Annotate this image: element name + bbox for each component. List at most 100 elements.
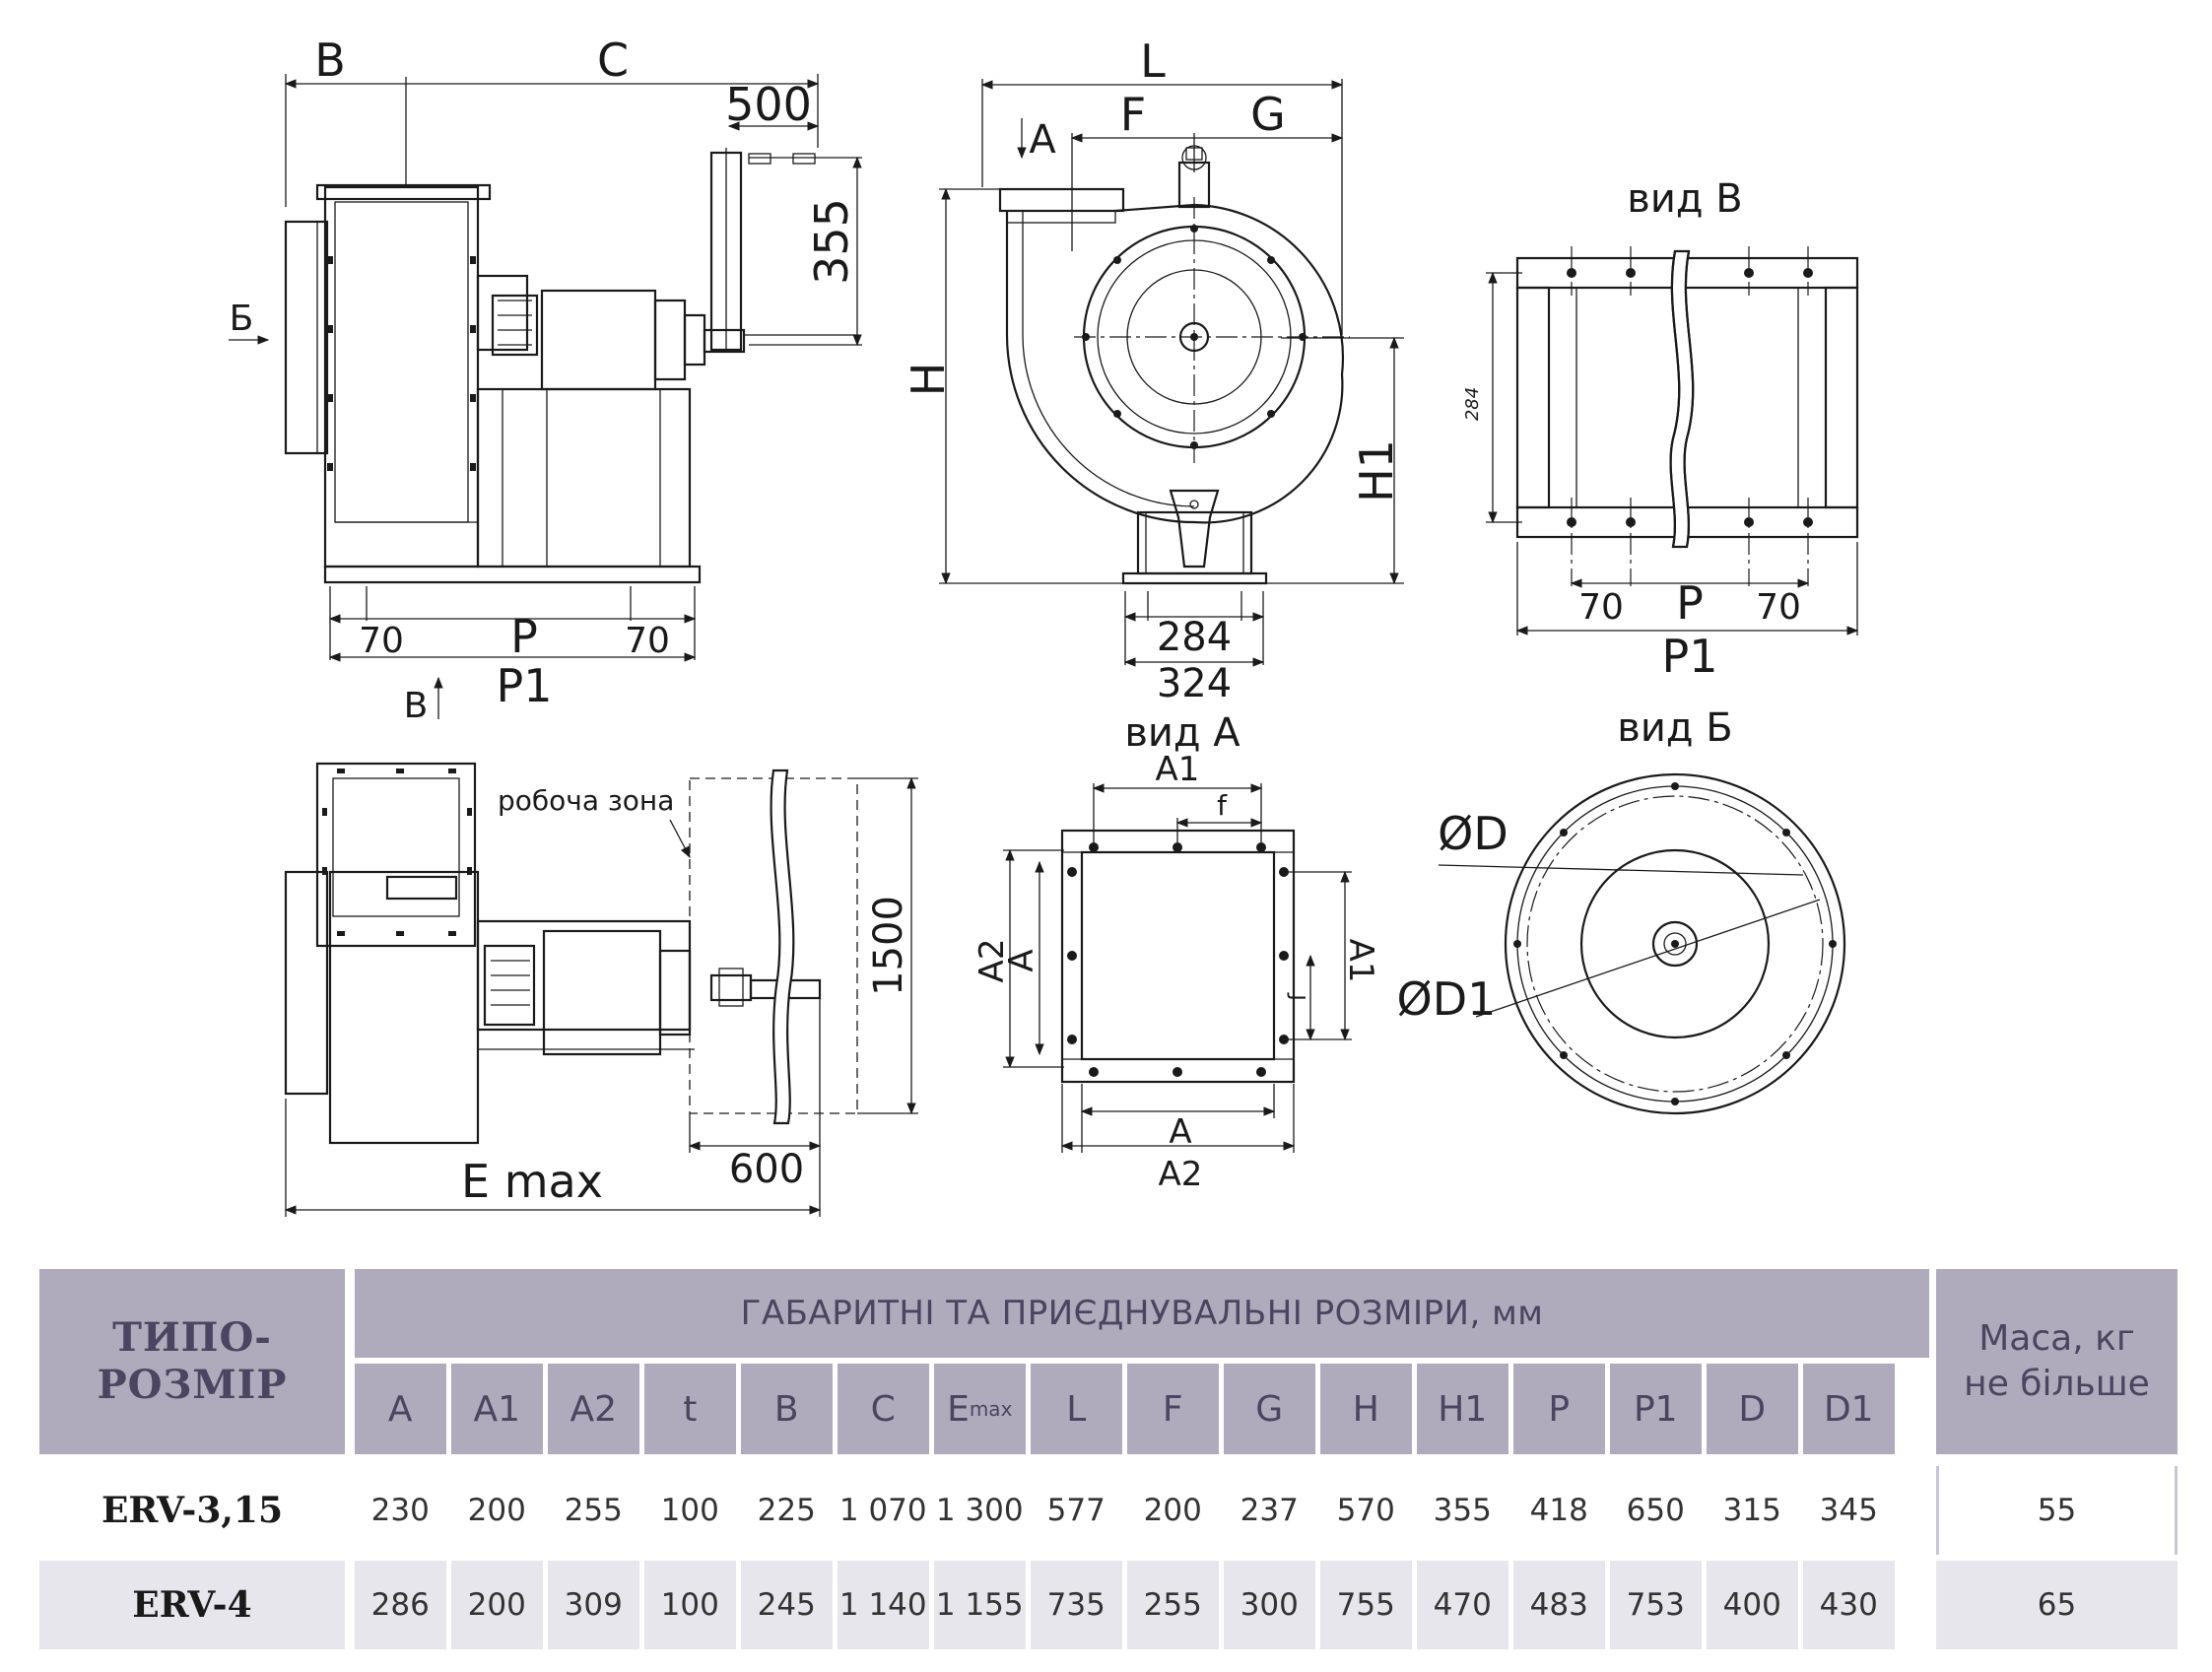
- view-v-title: вид В: [1627, 176, 1742, 222]
- cell-p1: 753: [1610, 1561, 1702, 1649]
- cell-c: 1 140: [838, 1561, 929, 1649]
- dim-a2-left: A2: [972, 939, 1012, 983]
- dim-70-view-v-right: 70: [1756, 587, 1801, 628]
- dim-f-right: f: [1284, 992, 1311, 1001]
- view-v: вид В 284 70 P 70 P1: [1462, 176, 1859, 683]
- top-view: робоча зона 1500 600 E max: [284, 762, 918, 1217]
- cell-p: 418: [1513, 1466, 1605, 1555]
- cell-mass: 65: [1936, 1561, 2178, 1649]
- dim-600: 600: [729, 1147, 804, 1192]
- view-arrow-b: Б: [230, 299, 254, 339]
- column-header-b: B: [741, 1364, 833, 1454]
- cell-d1: 345: [1803, 1466, 1895, 1555]
- column-header-t: t: [644, 1364, 736, 1454]
- cell-t: 100: [644, 1466, 736, 1555]
- dim-284-view-v: 284: [1462, 387, 1483, 421]
- view-a: вид А A1 f A2 A A1 f A A2: [972, 710, 1380, 1194]
- row-model: ERV-3,15: [39, 1466, 345, 1555]
- column-header-p: P: [1513, 1364, 1605, 1454]
- cell-e: 1 155: [934, 1561, 1026, 1649]
- dim-f-top: f: [1217, 789, 1228, 822]
- dim-284-front: 284: [1157, 615, 1232, 660]
- cell-g: 237: [1224, 1466, 1315, 1555]
- cell-h: 755: [1320, 1561, 1412, 1649]
- column-header-h: H: [1320, 1364, 1412, 1454]
- cell-mass: 55: [1936, 1466, 2178, 1555]
- dim-70-left: 70: [359, 621, 404, 661]
- dim-p1: P1: [496, 659, 552, 712]
- cell-f: 255: [1127, 1561, 1219, 1649]
- model-header-line2: РОЗМІР: [97, 1362, 288, 1408]
- column-header-f: F: [1127, 1364, 1219, 1454]
- model-header: ТИПО- РОЗМІР: [39, 1269, 345, 1454]
- dim-d: ØD: [1438, 807, 1508, 860]
- column-header-d1: D1: [1803, 1364, 1895, 1454]
- cell-d: 400: [1707, 1561, 1798, 1649]
- dim-a-left: A: [1002, 949, 1041, 971]
- row-model: ERV-4: [39, 1561, 345, 1649]
- cell-t: 100: [644, 1561, 736, 1649]
- spec-table: ТИПО- РОЗМІР ГАБАРИТНІ ТА ПРИЄДНУВАЛЬНІ …: [39, 1257, 2178, 1649]
- dim-l: L: [1140, 34, 1166, 88]
- cell-d: 315: [1707, 1466, 1798, 1555]
- column-header-p1: P1: [1610, 1364, 1702, 1454]
- cell-l: 577: [1031, 1466, 1122, 1555]
- dim-h: H: [902, 363, 955, 397]
- cell-h1: 355: [1417, 1466, 1508, 1555]
- cell-e: 1 300: [934, 1466, 1026, 1555]
- front-view: L A F G H H1: [902, 34, 1404, 706]
- dim-a-bottom: A: [1169, 1112, 1191, 1152]
- mass-header: Маса, кг не більше: [1936, 1269, 2178, 1454]
- cell-a: 230: [355, 1466, 446, 1555]
- dim-p1-view-v: P1: [1661, 630, 1717, 683]
- dimensions-group-header: ГАБАРИТНІ ТА ПРИЄДНУВАЛЬНІ РОЗМІРИ, мм: [355, 1269, 1929, 1358]
- column-header-l: L: [1031, 1364, 1122, 1454]
- view-b-title: вид Б: [1617, 705, 1732, 751]
- cell-h1: 470: [1417, 1561, 1508, 1649]
- cell-p: 483: [1513, 1561, 1605, 1649]
- cell-a1: 200: [451, 1466, 543, 1555]
- dim-70-right: 70: [625, 621, 670, 661]
- dim-500: 500: [725, 78, 812, 131]
- cell-h: 570: [1320, 1466, 1412, 1555]
- work-zone-label: робоча зона: [498, 784, 674, 817]
- view-b: вид Б ØD ØD1: [1397, 705, 1846, 1115]
- mass-header-line1: Маса, кг: [1978, 1318, 2135, 1359]
- column-header-a2: A2: [548, 1364, 639, 1454]
- cell-c: 1 070: [838, 1466, 929, 1555]
- dim-h1: H1: [1350, 439, 1403, 502]
- cell-b: 245: [741, 1561, 833, 1649]
- cell-a2: 255: [548, 1466, 639, 1555]
- dim-b: B: [314, 33, 346, 87]
- cell-p1: 650: [1610, 1466, 1702, 1555]
- column-header-a1: A1: [451, 1364, 543, 1454]
- dim-1500: 1500: [866, 896, 911, 996]
- cell-b: 225: [741, 1466, 833, 1555]
- column-header-h1: H1: [1417, 1364, 1508, 1454]
- technical-drawing: B C 500 355: [229, 33, 1859, 1217]
- cell-l: 735: [1031, 1561, 1122, 1649]
- dim-a2-bottom: A2: [1159, 1155, 1203, 1194]
- dim-324: 324: [1157, 661, 1232, 706]
- mass-header-line2: не більше: [1964, 1364, 2150, 1404]
- column-header-g: G: [1224, 1364, 1315, 1454]
- cell-f: 200: [1127, 1466, 1219, 1555]
- cell-a2: 309: [548, 1561, 639, 1649]
- view-a-title: вид А: [1124, 710, 1240, 756]
- dim-70-view-v-left: 70: [1578, 587, 1624, 628]
- dim-a1-right: A1: [1341, 939, 1380, 983]
- dim-a1-top: A1: [1156, 750, 1200, 789]
- column-header-a: A: [355, 1364, 446, 1454]
- dim-355: 355: [805, 198, 858, 285]
- dim-d1: ØD1: [1397, 972, 1497, 1026]
- column-header-c: C: [838, 1364, 929, 1454]
- cell-a: 286: [355, 1561, 446, 1649]
- column-header-e-subscript: max: [969, 1397, 1013, 1421]
- dim-f: F: [1120, 88, 1146, 141]
- cell-d1: 430: [1803, 1561, 1895, 1649]
- dim-a-arrow: A: [1029, 117, 1056, 163]
- column-header-d: D: [1707, 1364, 1798, 1454]
- dim-g: G: [1250, 88, 1286, 141]
- dim-p: P: [510, 610, 538, 663]
